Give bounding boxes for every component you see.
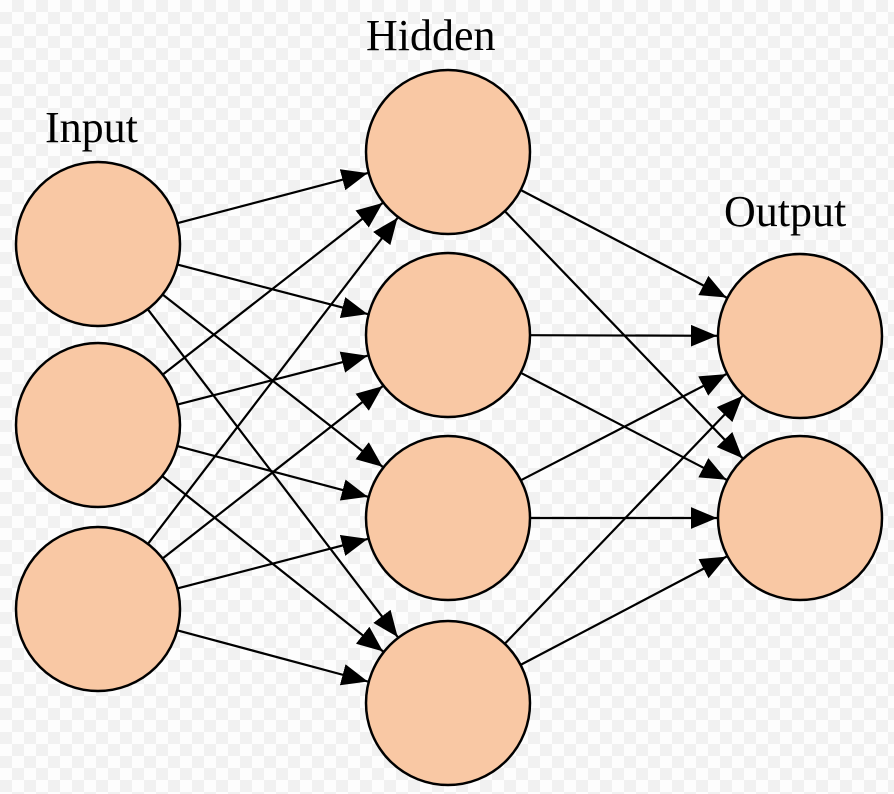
input-node-3: [14, 525, 182, 693]
edge-hidden-3-to-output-1: [520, 373, 727, 482]
hidden-node-4: [364, 619, 532, 787]
edge-hidden-4-to-output-1: [504, 395, 744, 645]
edge-input-1-to-hidden-1: [177, 169, 368, 225]
edge-input-3-to-hidden-3: [177, 534, 368, 590]
edge-input-3-to-hidden-4: [176, 629, 369, 686]
output-layer-label: Output: [724, 187, 846, 236]
output-node-2: [716, 434, 884, 602]
edge-input-3-to-hidden-1: [147, 217, 399, 545]
edge-hidden-4-to-output-2: [520, 555, 728, 666]
edge-hidden-2-to-output-1: [529, 324, 718, 347]
output-node-1: [716, 252, 884, 420]
edge-hidden-1-to-output-1: [520, 189, 727, 299]
hidden-node-3: [364, 434, 532, 602]
input-node-1: [14, 160, 182, 328]
hidden-node-1: [364, 68, 532, 236]
hidden-layer-label: Hidden: [366, 11, 496, 60]
input-node-2: [14, 341, 182, 509]
neurons: [14, 68, 884, 787]
connections: [146, 169, 744, 686]
edge-input-3-to-hidden-2: [161, 385, 384, 560]
edge-input-2-to-hidden-1: [162, 202, 384, 376]
input-layer-label: Input: [45, 103, 138, 152]
hidden-node-2: [364, 251, 532, 419]
